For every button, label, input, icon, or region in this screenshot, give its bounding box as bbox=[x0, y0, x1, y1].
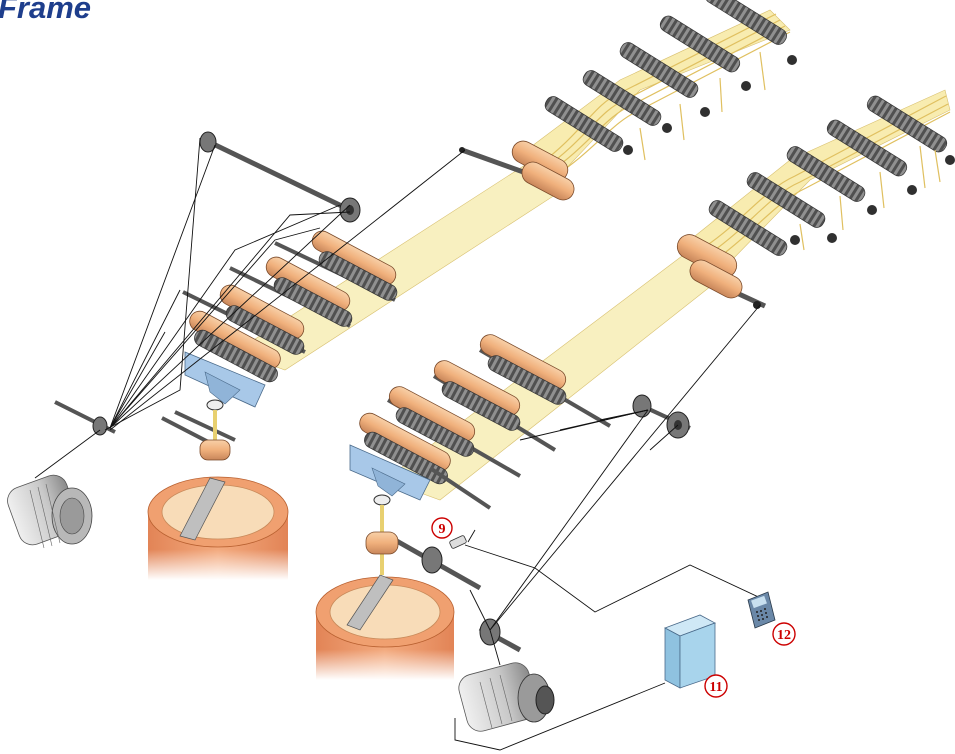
callout-11-label: 11 bbox=[709, 680, 722, 695]
callout-12-label: 12 bbox=[777, 628, 791, 643]
callout-9: 9 bbox=[431, 517, 453, 539]
coiler-head bbox=[349, 444, 431, 575]
sliver-can bbox=[147, 476, 289, 580]
callout-9-label: 9 bbox=[439, 522, 446, 537]
page-title: Frame bbox=[0, 0, 92, 25]
control-panel bbox=[747, 591, 776, 629]
control-cabinet bbox=[664, 614, 716, 689]
drafting-rollers bbox=[54, 131, 575, 450]
drive-motor bbox=[458, 662, 555, 732]
callout-12: 12 bbox=[772, 622, 796, 646]
sliver-band-left bbox=[234, 9, 791, 371]
sliver-can bbox=[315, 574, 455, 680]
drafting-rollers bbox=[359, 234, 767, 653]
drive-motor bbox=[7, 474, 93, 549]
callout-11: 11 bbox=[704, 674, 728, 698]
creel-bobbins bbox=[544, 0, 955, 256]
sensor bbox=[449, 535, 467, 549]
belts bbox=[34, 137, 766, 751]
coiler-head bbox=[184, 351, 266, 461]
